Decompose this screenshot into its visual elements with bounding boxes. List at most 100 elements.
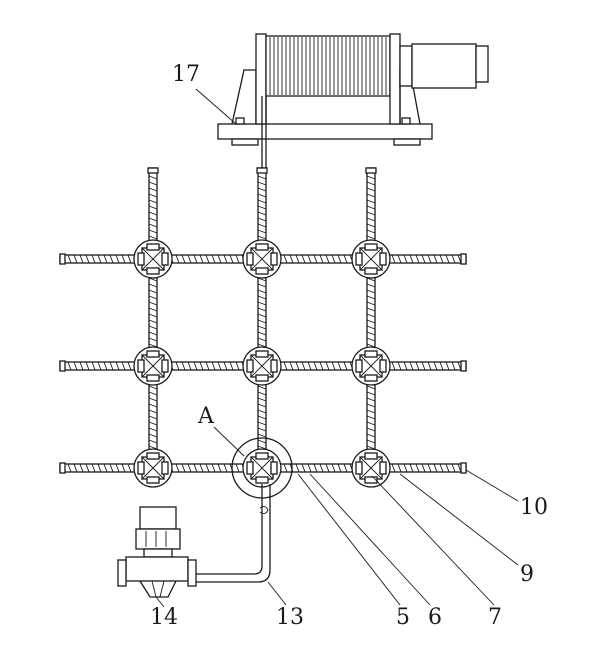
rod-thread [433,254,438,264]
rod-thread [289,361,294,371]
rod-thread [409,463,414,473]
joint-clamp [355,461,363,475]
cross-joint [133,448,173,488]
joint-clamp [270,252,278,266]
joint-clamp [355,359,363,373]
rod-thread [427,361,432,371]
joint-clamp [137,461,145,475]
rod-thread [366,331,376,336]
rod-thread [257,223,267,228]
rod-thread [421,361,426,371]
joint-cross-line [359,456,383,480]
rod-thread [91,254,96,264]
cross-joint [231,437,293,499]
rod-thread [451,463,456,473]
rod-thread [181,361,186,371]
rod-thread [257,421,267,426]
joint-clamp [255,452,269,460]
rod-thread [366,289,376,294]
joint-clamp [364,243,378,251]
joint-cross-line [141,456,165,480]
rod-thread [148,217,158,222]
rod-thread [415,361,420,371]
rod-thread [313,254,318,264]
rod-thread [148,397,158,402]
rod-thread [366,283,376,288]
rod-thread [257,331,267,336]
rod-thread [451,254,456,264]
rod-thread [409,361,414,371]
joint-clamp [246,359,254,373]
rod-thread [457,463,462,473]
rod-thread [366,223,376,228]
rod-thread [257,319,267,324]
label-14-pump: 14 [150,605,178,630]
rod-thread [257,325,267,330]
label-5-rod: 5 [396,605,410,630]
rod-thread [127,254,132,264]
rod-thread [148,343,158,348]
cross-joint [133,239,173,279]
rod-thread [205,254,210,264]
rod-thread [148,409,158,414]
rod-thread [301,361,306,371]
rod-thread [181,463,186,473]
rod-thread [148,277,158,282]
rod-thread [91,463,96,473]
rod-thread [366,301,376,306]
rod-thread [115,463,120,473]
rod-thread [148,229,158,234]
pump [117,506,197,598]
rod-thread [193,254,198,264]
joint-clamp [379,252,387,266]
rod-thread [148,403,158,408]
rod-thread [148,331,158,336]
rod-thread [295,361,300,371]
rod-thread [199,361,204,371]
rod-thread [257,199,267,204]
rod-thread [148,223,158,228]
rod-thread [337,463,342,473]
rod-thread [193,463,198,473]
rod-thread [148,283,158,288]
rod-thread [181,254,186,264]
rod-thread [366,445,376,450]
rod-thread [283,254,288,264]
rod-thread [148,391,158,396]
rod-thread [235,463,240,473]
rod-thread [257,415,267,420]
rod-thread [325,254,330,264]
rod-thread [148,205,158,210]
rod-thread [223,361,228,371]
rod-thread [103,361,108,371]
rod-thread [79,463,84,473]
rod-thread [257,235,267,240]
rod-thread [366,181,376,186]
rod-thread [205,361,210,371]
rod-thread [148,319,158,324]
rod-thread [337,254,342,264]
rod-thread [121,361,126,371]
rod-thread [421,254,426,264]
rod-thread [211,361,216,371]
rod-thread [366,421,376,426]
rod-thread [257,391,267,396]
joint-clamp [146,476,160,484]
rod-thread [257,205,267,210]
rod-thread [199,254,204,264]
rod-thread [343,361,348,371]
rod-thread [366,403,376,408]
rod-thread [257,229,267,234]
rod-thread [427,254,432,264]
rod-thread [366,439,376,444]
label-10-pipe-end: 10 [520,495,548,520]
rod-thread [127,463,132,473]
rod-thread [445,254,450,264]
rod-thread [109,254,114,264]
rod-thread [257,403,267,408]
rod-thread [257,283,267,288]
rod-thread [366,229,376,234]
rod-thread [366,433,376,438]
rod-thread [397,463,402,473]
rod-thread [343,254,348,264]
